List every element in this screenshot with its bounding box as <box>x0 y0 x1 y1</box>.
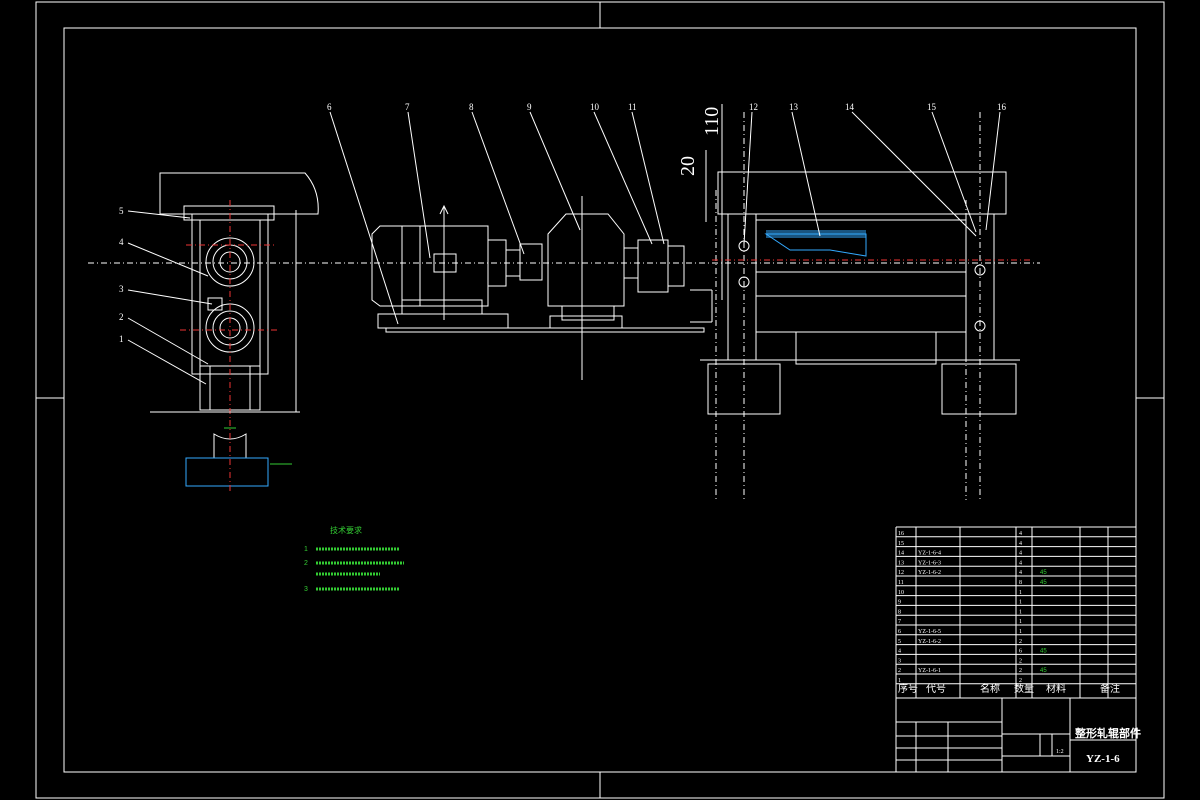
part-label-14: 14 <box>845 102 855 112</box>
bom-row-seq: 14 <box>898 551 904 557</box>
bom-row-qty: 1 <box>1019 590 1022 596</box>
bom-row-seq: 1 <box>898 678 901 684</box>
bom-header-seq: 序号 <box>898 682 918 695</box>
part-label-10: 10 <box>590 102 600 112</box>
bom-row-code: YZ-1-6-3 <box>918 560 941 566</box>
bom-row-material: 45 <box>1040 668 1047 674</box>
part-label-6: 6 <box>327 102 332 112</box>
bom-row-seq: 15 <box>898 541 904 547</box>
bom-row-qty: 1 <box>1019 609 1022 615</box>
notes-heading: 技术要求 <box>330 525 362 535</box>
dim-20: 20 <box>677 156 699 176</box>
bom-row-seq: 6 <box>898 629 901 635</box>
bom-row-code: YZ-1-6-4 <box>918 551 941 557</box>
outer-border <box>35 1 1165 799</box>
bom-row-qty: 2 <box>1019 678 1022 684</box>
bom-row-qty: 1 <box>1019 629 1022 635</box>
bom-row-material: 45 <box>1040 649 1047 655</box>
part-label-5: 5 <box>119 206 124 216</box>
bom-row-code: YZ-1-6-2 <box>918 639 941 645</box>
bom-row-code: YZ-1-6-2 <box>918 570 941 576</box>
title-block <box>895 697 1137 773</box>
part-label-16: 16 <box>997 102 1007 112</box>
bom-row-seq: 3 <box>898 658 901 664</box>
bom-row-qty: 2 <box>1019 639 1022 645</box>
bom-row-seq: 4 <box>898 649 901 655</box>
section-detail <box>185 420 292 492</box>
roll-stand <box>700 111 1030 500</box>
bom-row-seq: 2 <box>898 668 901 674</box>
part-label-8: 8 <box>469 102 474 112</box>
drawing-number: YZ-1-6 <box>1086 753 1120 765</box>
bom-row-qty: 4 <box>1019 551 1022 557</box>
bom-row-qty: 2 <box>1019 668 1022 674</box>
dim-110: 110 <box>701 107 723 136</box>
bom-row-qty: 4 <box>1019 570 1022 576</box>
scale-value: 1:2 <box>1056 749 1064 755</box>
part-label-15: 15 <box>927 102 937 112</box>
bom-row-seq: 12 <box>898 570 904 576</box>
bom-row-qty: 2 <box>1019 658 1022 664</box>
bom-row-seq: 13 <box>898 560 904 566</box>
part-label-12: 12 <box>749 102 758 112</box>
bom-header-code: 代号 <box>926 683 946 695</box>
bom-row-seq: 11 <box>898 580 904 586</box>
bom-row-qty: 1 <box>1019 619 1022 625</box>
part-label-2: 2 <box>119 312 124 322</box>
bom-row-code: YZ-1-6-1 <box>918 668 941 674</box>
bom-row-material: 45 <box>1040 570 1047 576</box>
bom-row-code: YZ-1-6-5 <box>918 629 941 635</box>
part-label-7: 7 <box>405 102 410 112</box>
bom-row-seq: 8 <box>898 609 901 615</box>
part-label-4: 4 <box>119 237 124 247</box>
part-label-9: 9 <box>527 102 532 112</box>
bom-header-name: 名称 <box>980 682 1000 695</box>
side-view <box>127 172 319 420</box>
note-3-num: 3 <box>304 586 308 593</box>
bom-row-qty: 4 <box>1019 541 1022 547</box>
bom-row-qty: 8 <box>1019 580 1022 586</box>
part-label-11: 11 <box>628 102 637 112</box>
bom-row-qty: 4 <box>1019 531 1022 537</box>
bom-row-seq: 7 <box>898 619 901 625</box>
note-2-num: 2 <box>304 560 308 567</box>
bom-row-seq: 5 <box>898 639 901 645</box>
bom-row-seq: 9 <box>898 600 901 606</box>
bom-header-note: 备注 <box>1100 682 1120 695</box>
bom-header-qty: 数量 <box>1014 682 1034 695</box>
bom-row-qty: 6 <box>1019 649 1022 655</box>
note-1-num: 1 <box>304 546 308 553</box>
part-label-1: 1 <box>119 334 124 344</box>
bom-row-qty: 4 <box>1019 560 1022 566</box>
bom-row-seq: 16 <box>898 531 904 537</box>
part-label-13: 13 <box>789 102 799 112</box>
bom-row-material: 45 <box>1040 580 1047 586</box>
inner-frame <box>63 27 1137 773</box>
part-label-3: 3 <box>119 284 124 294</box>
motor-drive <box>329 111 713 380</box>
bom-row-qty: 1 <box>1019 600 1022 606</box>
bom-row-seq: 10 <box>898 590 904 596</box>
bom-header-material: 材料 <box>1046 682 1066 695</box>
drawing-title: 整形轧辊部件 <box>1074 726 1141 740</box>
